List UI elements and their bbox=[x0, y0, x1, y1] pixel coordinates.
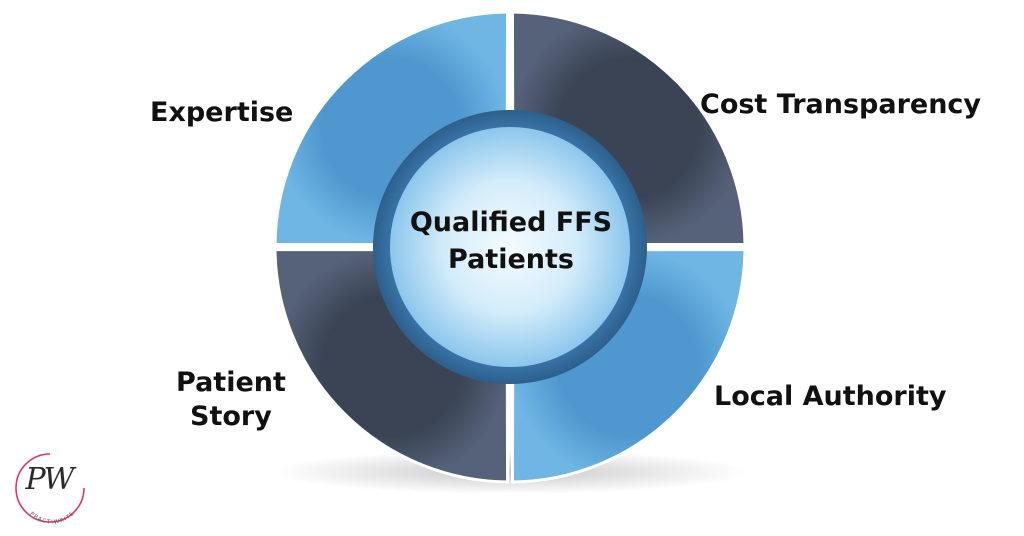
segment-label-expertise: Expertise bbox=[150, 97, 294, 128]
center-circle bbox=[390, 127, 630, 367]
svg-text:PRACTIWRITE: PRACTIWRITE bbox=[29, 510, 77, 525]
segment-group bbox=[273, 10, 747, 484]
segment-label-patient-story: Patient Story bbox=[176, 367, 286, 432]
logo-ring-icon: PRACTIWRITE bbox=[15, 451, 87, 526]
center-label: Qualified FFS Patients bbox=[409, 207, 613, 276]
logo-letters: PW bbox=[25, 462, 74, 497]
practiwrite-logo: PRACTIWRITE PW bbox=[10, 448, 90, 528]
segment-label-local-authority: Local Authority bbox=[714, 381, 947, 412]
segment-label-cost-transparency: Cost Transparency bbox=[700, 89, 982, 120]
diagram-shadow bbox=[270, 450, 750, 494]
